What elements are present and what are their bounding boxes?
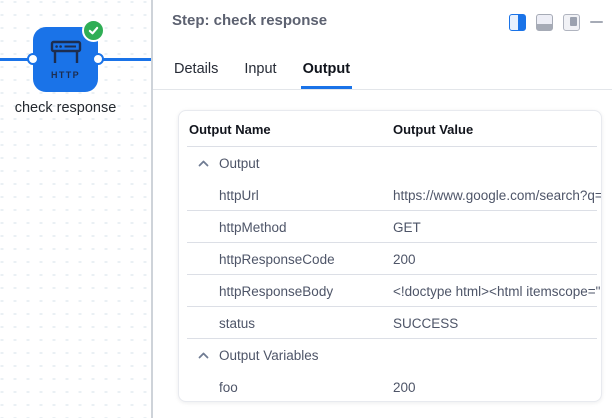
chevron-up-icon[interactable] bbox=[198, 352, 209, 359]
node-label: check response bbox=[14, 100, 117, 116]
output-name-cell: httpMethod bbox=[219, 219, 287, 235]
section-row-output[interactable]: Output bbox=[179, 147, 601, 179]
minimize-icon[interactable] bbox=[590, 20, 603, 24]
tab-output[interactable]: Output bbox=[300, 58, 353, 89]
output-name-cell: httpResponseCode bbox=[219, 251, 335, 267]
output-name-cell: status bbox=[219, 315, 256, 331]
bottom-panel-layout-icon[interactable] bbox=[536, 13, 553, 31]
workflow-canvas: HTTP check response bbox=[0, 0, 151, 418]
canvas-panel-divider bbox=[151, 0, 153, 418]
browser-window-icon bbox=[50, 40, 82, 69]
output-table: Output Name Output Value Output httpUrl … bbox=[178, 110, 602, 402]
chevron-up-icon[interactable] bbox=[198, 160, 209, 167]
section-row-output-variables[interactable]: Output Variables bbox=[179, 339, 601, 371]
table-header-row: Output Name Output Value bbox=[179, 111, 601, 147]
output-value-cell: 200 bbox=[393, 251, 416, 267]
column-header-output-value: Output Value bbox=[393, 121, 474, 137]
tab-details[interactable]: Details bbox=[174, 61, 219, 77]
tabs-divider bbox=[153, 89, 612, 90]
node-type-label: HTTP bbox=[50, 69, 81, 80]
section-label: Output Variables bbox=[219, 347, 319, 363]
table-row: httpResponseCode 200 bbox=[179, 243, 601, 275]
output-name-cell: httpResponseBody bbox=[219, 283, 334, 299]
output-value-cell: https://www.google.com/search?q= bbox=[393, 187, 601, 203]
step-details-panel: Step: check response Details Input Outpu… bbox=[153, 0, 612, 418]
output-name-cell: httpUrl bbox=[219, 187, 259, 203]
table-row: httpMethod GET bbox=[179, 211, 601, 243]
table-row: foo 200 bbox=[179, 371, 601, 401]
table-row: httpUrl https://www.google.com/search?q= bbox=[179, 179, 601, 211]
section-label: Output bbox=[219, 155, 260, 171]
success-check-icon bbox=[82, 19, 105, 42]
output-value-cell: <!doctype html><html itemscope=" bbox=[393, 283, 601, 299]
column-header-output-name: Output Name bbox=[189, 121, 271, 137]
panel-title: Step: check response bbox=[172, 12, 328, 29]
output-value-cell: 200 bbox=[393, 379, 416, 395]
output-value-cell: SUCCESS bbox=[393, 315, 459, 331]
output-name-cell: foo bbox=[219, 379, 238, 395]
table-row: status SUCCESS bbox=[179, 307, 601, 339]
panel-tabs: Details Input Output bbox=[172, 58, 353, 89]
panel-window-controls bbox=[509, 13, 603, 31]
split-view-layout-icon[interactable] bbox=[509, 13, 526, 31]
input-port[interactable] bbox=[26, 53, 39, 65]
tab-input[interactable]: Input bbox=[244, 61, 277, 77]
table-row: httpResponseBody <!doctype html><html it… bbox=[179, 275, 601, 307]
output-port[interactable] bbox=[91, 53, 104, 65]
output-value-cell: GET bbox=[393, 219, 421, 235]
floating-panel-layout-icon[interactable] bbox=[563, 13, 580, 31]
